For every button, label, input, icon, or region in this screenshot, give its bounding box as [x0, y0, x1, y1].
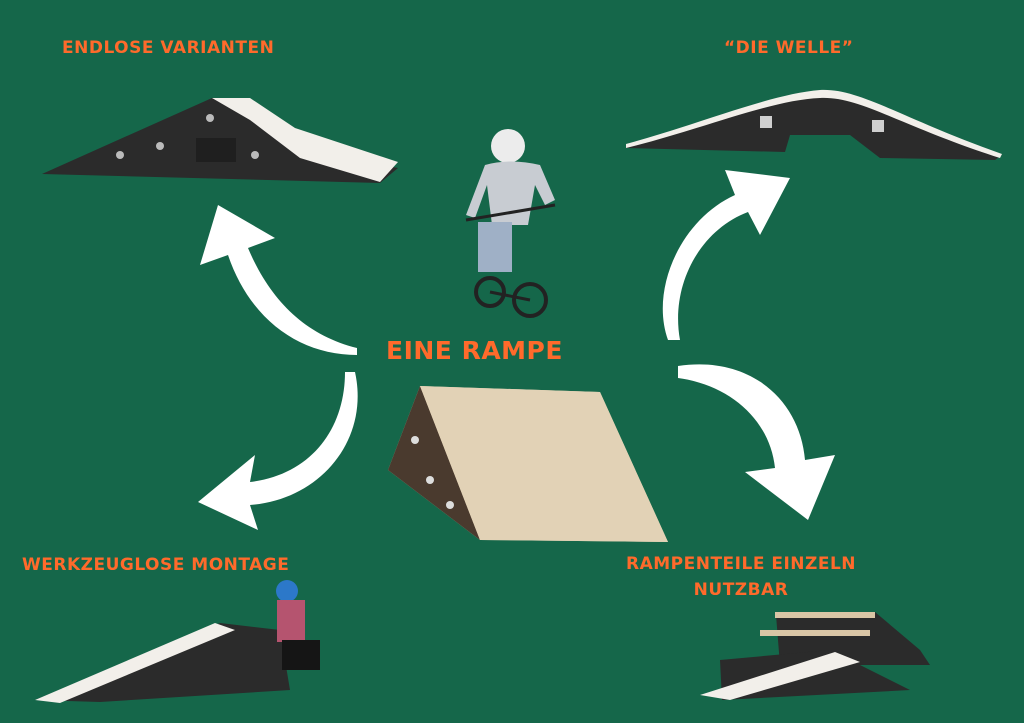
wedge-ramp-image: [388, 386, 668, 542]
label-ramp-parts-line2: NUTZBAR: [693, 580, 789, 600]
label-ramp-parts-line1: RAMPENTEILE EINZELN: [626, 554, 857, 574]
arrow-to-bottom-right: [678, 364, 835, 520]
arrow-to-bottom-left: [198, 372, 358, 530]
assembly-ramp-image: [35, 580, 320, 703]
bmx-rider-image: [465, 129, 556, 318]
label-ramp-parts: RAMPENTEILE EINZELN NUTZBAR: [626, 551, 856, 603]
arrow-to-top-right: [662, 170, 790, 340]
kicker-ramp-image: [42, 98, 398, 183]
arrow-to-top-left: [200, 205, 357, 355]
label-endless-variants: ENDLOSE VARIANTEN: [62, 38, 275, 58]
label-tool-free-assembly: WERKZEUGLOSE MONTAGE: [22, 555, 290, 575]
wave-ramp-image: [626, 89, 1002, 160]
ramp-parts-image: [700, 612, 930, 700]
label-one-ramp: EINE RAMPE: [386, 336, 563, 365]
label-die-welle: “DIE WELLE”: [724, 38, 854, 58]
